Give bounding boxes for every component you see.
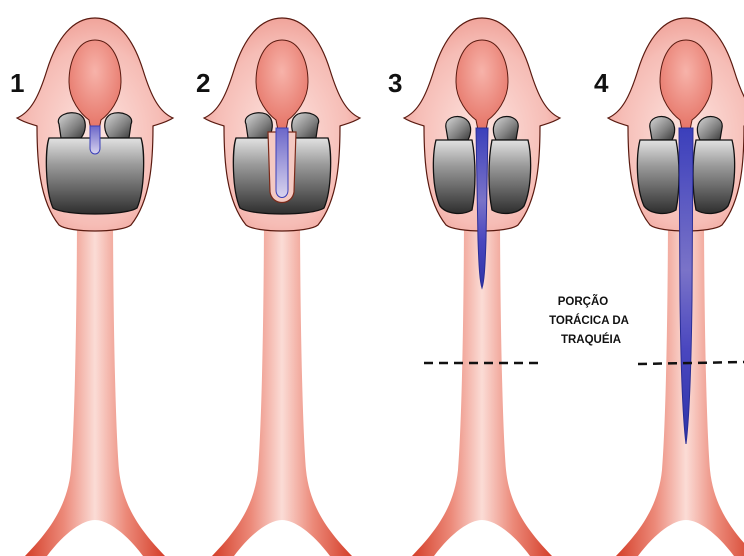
panel-number-1: 1 bbox=[10, 68, 24, 98]
endotracheal-tube-1 bbox=[90, 126, 100, 154]
endotracheal-tube-2 bbox=[276, 128, 288, 198]
larynx-trachea-2 bbox=[204, 18, 360, 556]
thoracic-limit-line-4 bbox=[638, 362, 744, 364]
panel-3 bbox=[404, 18, 560, 556]
annotation-line-1: PORÇÃO bbox=[558, 295, 609, 308]
panel-number-2: 2 bbox=[196, 68, 210, 98]
panel-2 bbox=[204, 18, 360, 556]
larynx-trachea-1 bbox=[17, 18, 173, 556]
panel-number-4: 4 bbox=[594, 68, 609, 98]
larynx-trachea-4 bbox=[608, 18, 744, 556]
panel-number-3: 3 bbox=[388, 68, 402, 98]
panel-1 bbox=[17, 18, 173, 556]
panel-4 bbox=[608, 18, 744, 556]
annotation-line-3: TRAQUÉIA bbox=[561, 333, 621, 346]
annotation-line-2: TORÁCICA DA bbox=[549, 314, 629, 327]
